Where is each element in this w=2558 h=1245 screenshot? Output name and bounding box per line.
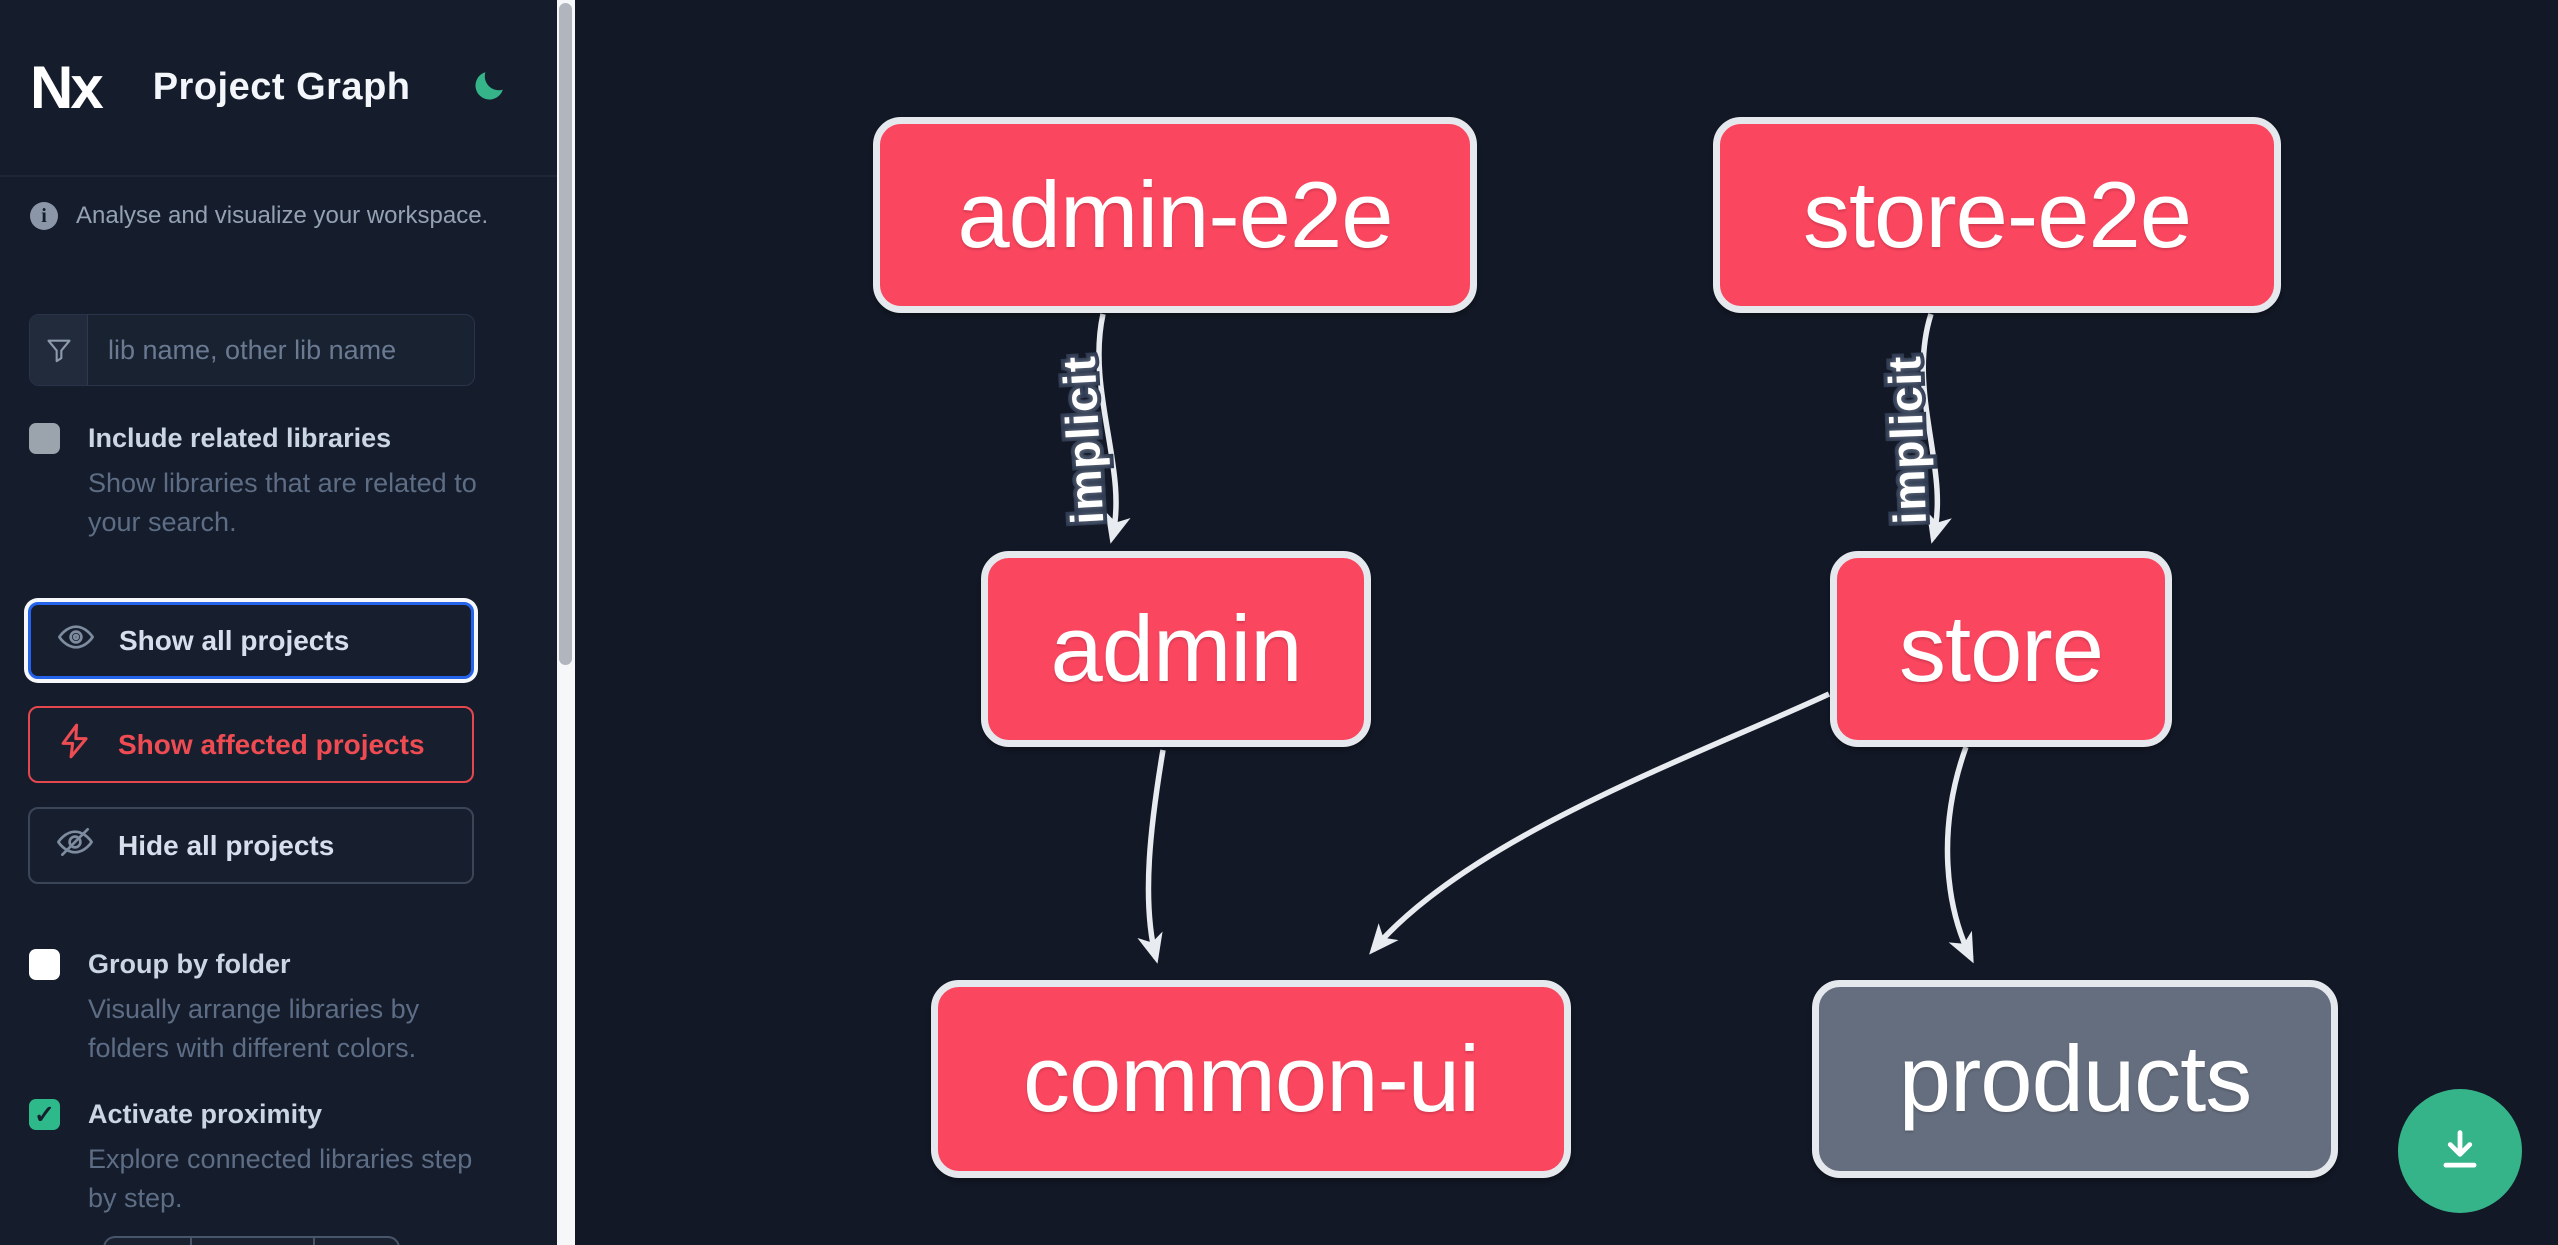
toggle-description: Explore connected libraries step by step… [88, 1144, 473, 1213]
graph-edges [1096, 313, 1974, 964]
app-header: Nx Project Graph [0, 0, 557, 177]
edge-admin-to-common-ui[interactable] [1137, 749, 1166, 964]
sidebar: Nx Project Graph i Analyse and visualize… [0, 0, 557, 1245]
nx-logo: Nx [30, 53, 104, 121]
show-affected-projects-button[interactable]: Show affected projects [28, 706, 474, 783]
page-title: Project Graph [152, 66, 411, 108]
node-label: common-ui [1023, 1026, 1480, 1131]
node-admin-e2e[interactable]: admin-e2e [873, 117, 1477, 313]
toggle-description: Show libraries that are related to your … [88, 468, 477, 537]
button-label: Show affected projects [118, 728, 425, 760]
button-label: Hide all projects [118, 829, 335, 861]
eye-icon [57, 618, 95, 663]
node-admin[interactable]: admin [981, 551, 1371, 747]
workspace-tagline: Analyse and visualize your workspace. [76, 202, 489, 229]
eye-off-icon [56, 823, 94, 868]
toggle-title: Activate proximity [88, 1099, 323, 1129]
toggle-description: Visually arrange libraries by folders wi… [88, 994, 420, 1063]
sidebar-scrollbar-thumb[interactable] [559, 3, 572, 665]
node-label: products [1898, 1026, 2253, 1131]
edge-label-implicit-store: implicit [1874, 351, 1940, 530]
info-icon: i [30, 202, 58, 230]
workspace-tagline-row: i Analyse and visualize your workspace. [30, 202, 488, 230]
depth-increment-segment[interactable] [313, 1238, 398, 1245]
button-label: Show all projects [119, 624, 350, 656]
include-related-checkbox [29, 423, 60, 454]
toggle-title: Group by folder [88, 949, 291, 979]
toggle-include-related: Include related libraries Show libraries… [29, 420, 509, 542]
project-graph-canvas[interactable]: implicit implicit admin-e2e store-e2e ad… [575, 0, 2558, 1245]
edge-label-implicit-admin: implicit [1049, 350, 1118, 530]
toggle-group-by-folder: Group by folder Visually arrange librari… [29, 946, 509, 1068]
activate-proximity-checkbox[interactable] [29, 1099, 60, 1130]
search-input[interactable] [88, 315, 474, 385]
node-label: store [1899, 596, 2104, 701]
node-label: store-e2e [1802, 162, 2192, 267]
group-by-folder-checkbox[interactable] [29, 949, 60, 980]
edge-store-e2e-to-store[interactable] [1920, 313, 1952, 544]
sidebar-scrollbar-track[interactable] [557, 0, 575, 1245]
node-store-e2e[interactable]: store-e2e [1713, 117, 2281, 313]
bolt-icon [56, 722, 94, 767]
download-icon [2434, 1124, 2486, 1179]
proximity-depth-control[interactable] [103, 1236, 400, 1245]
node-store[interactable]: store [1830, 551, 2172, 747]
node-label: admin [1050, 596, 1302, 701]
search-box [29, 314, 475, 386]
edge-admin-e2e-to-admin[interactable] [1096, 313, 1131, 544]
moon-icon [471, 68, 507, 107]
node-label: admin-e2e [957, 162, 1393, 267]
node-common-ui[interactable]: common-ui [931, 980, 1571, 1178]
dark-mode-toggle[interactable] [469, 68, 509, 108]
hide-all-projects-button[interactable]: Hide all projects [28, 807, 474, 884]
depth-decrement-segment[interactable] [105, 1238, 190, 1245]
filter-funnel-icon [30, 315, 88, 385]
download-image-button[interactable] [2398, 1089, 2522, 1213]
edge-store-to-products[interactable] [1944, 746, 1974, 964]
depth-value-segment [190, 1238, 313, 1245]
toggle-title: Include related libraries [88, 423, 392, 453]
show-all-projects-button[interactable]: Show all projects [28, 602, 474, 679]
edge-store-to-common-ui[interactable] [1369, 691, 1831, 955]
toggle-activate-proximity: Activate proximity Explore connected lib… [29, 1096, 509, 1218]
node-products[interactable]: products [1812, 980, 2338, 1178]
